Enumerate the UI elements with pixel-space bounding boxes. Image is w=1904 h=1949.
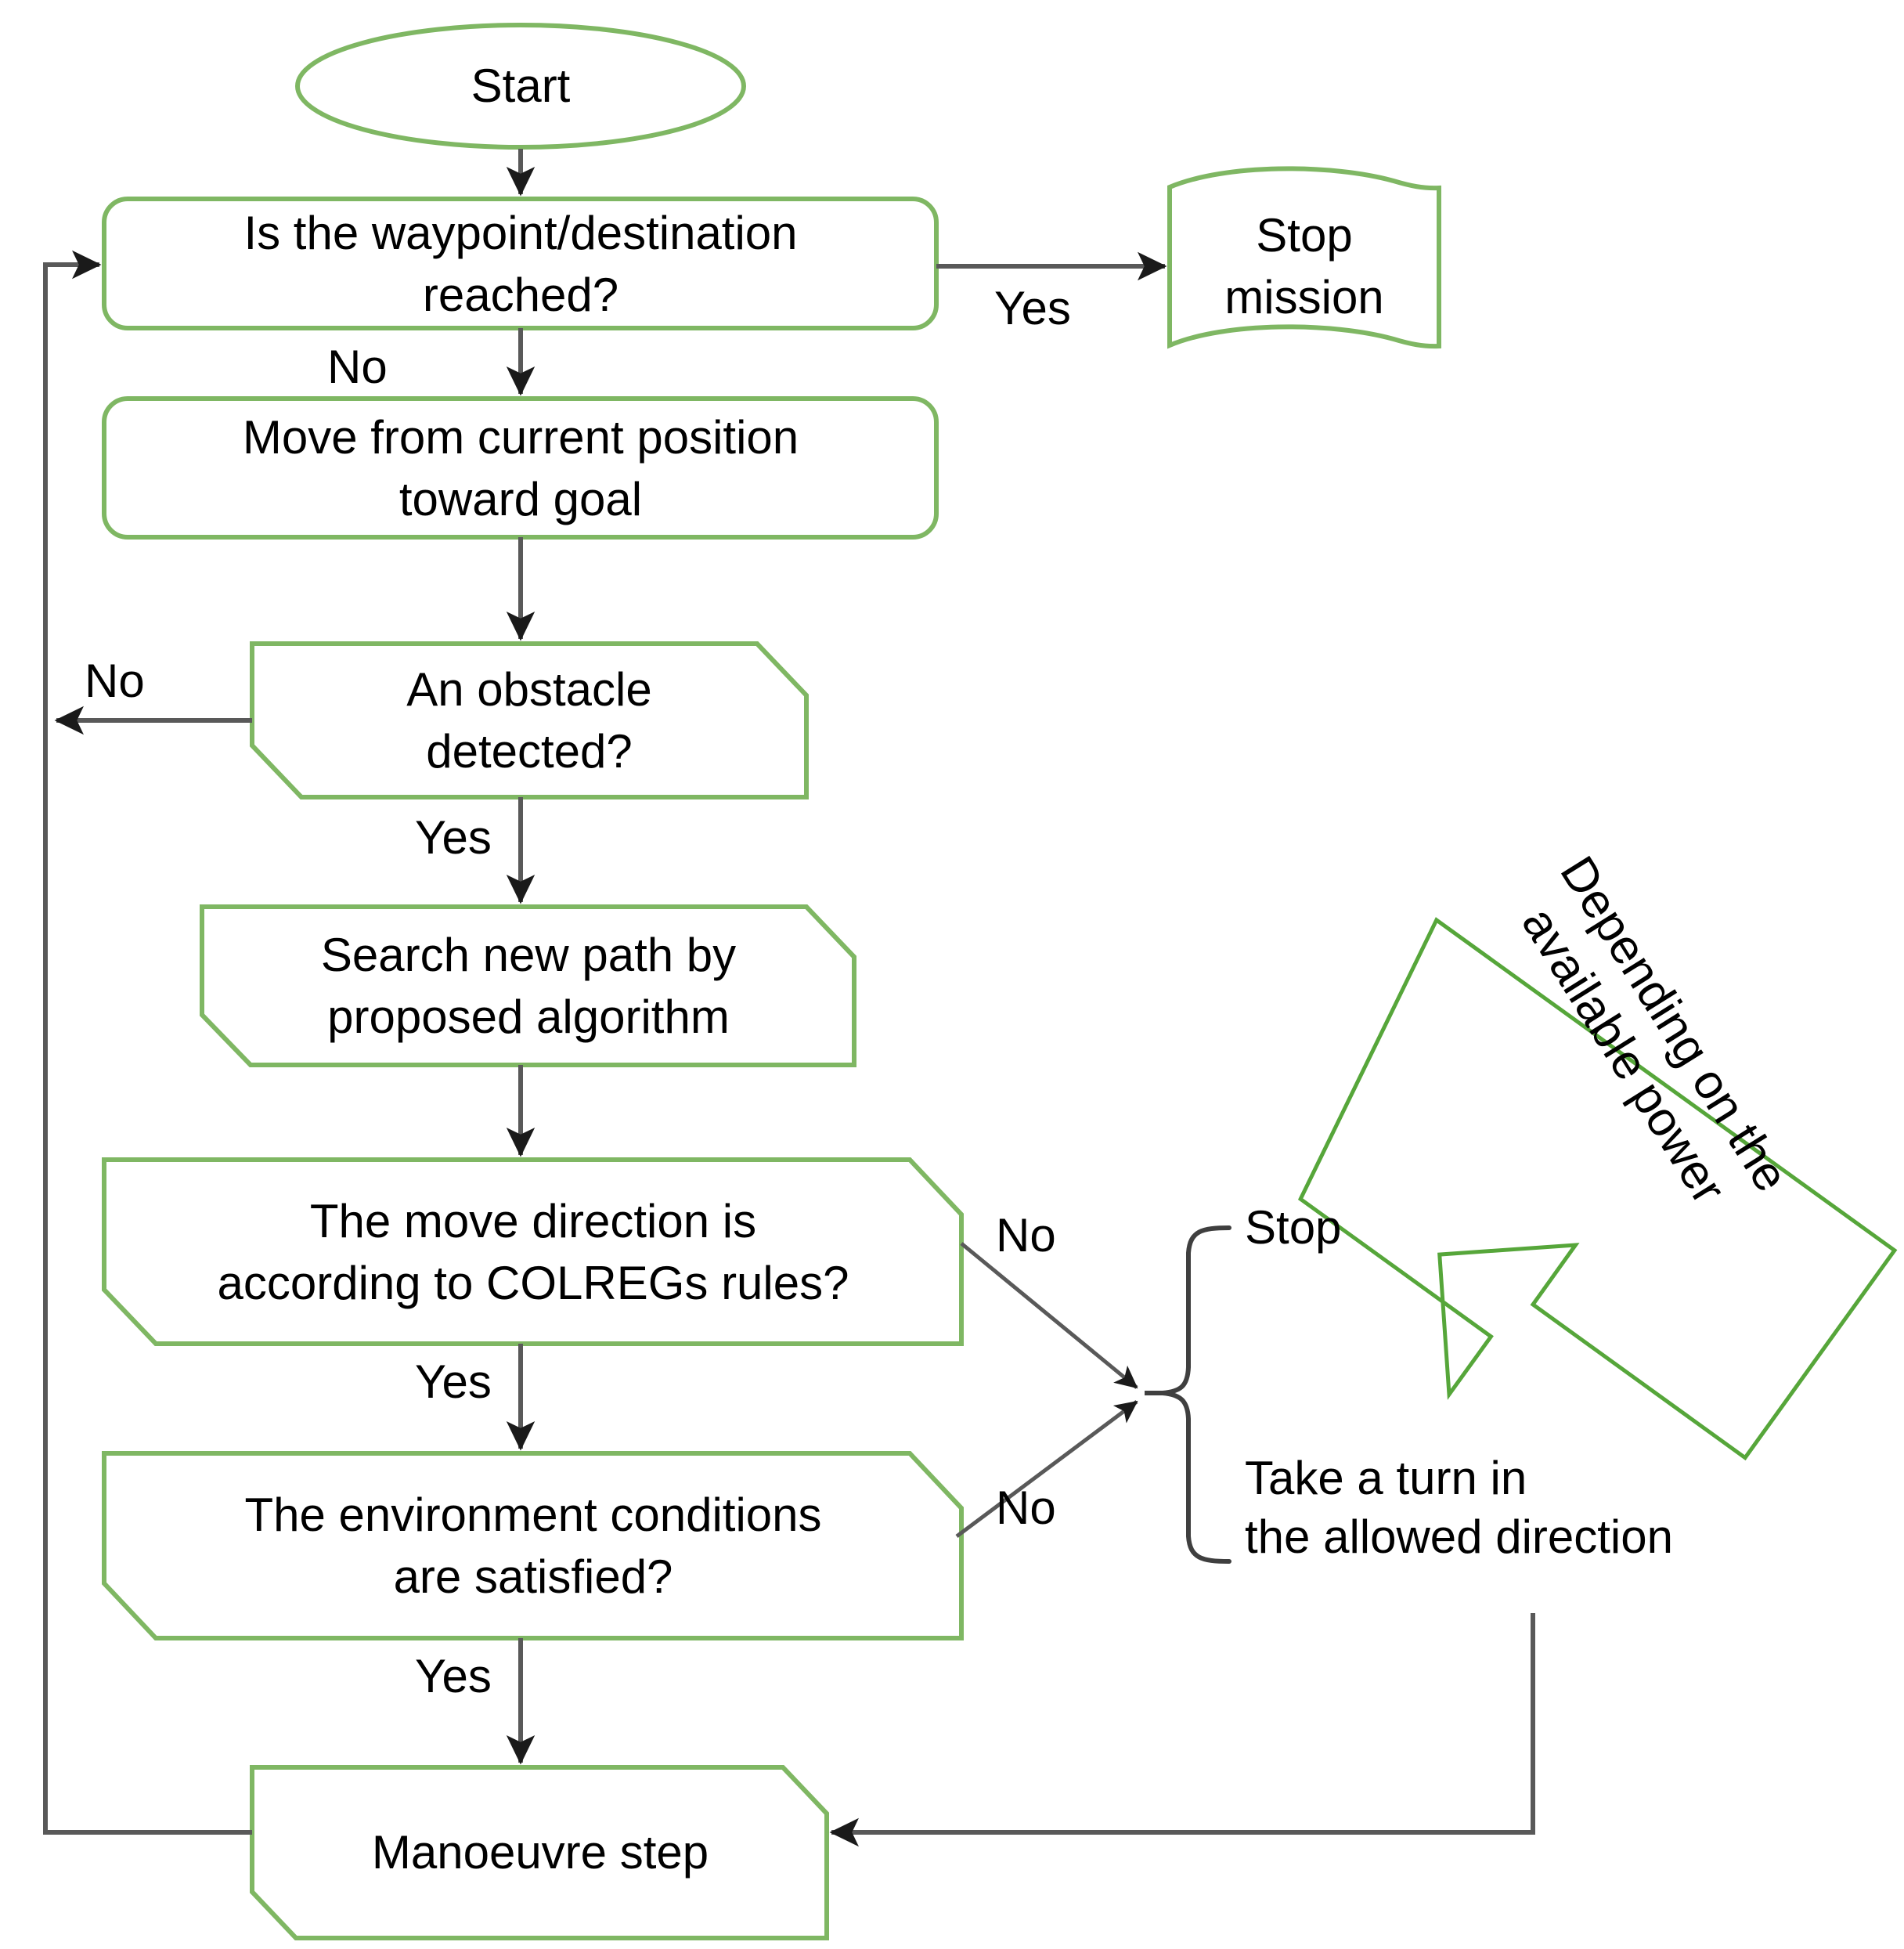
edge-label-yes-colregs: Yes	[415, 1355, 492, 1408]
node-search-shape[interactable]	[200, 904, 856, 1067]
callout-power-shape[interactable]	[1291, 904, 1902, 1473]
edge-label-no-obstacle: No	[85, 655, 145, 707]
edge-label-yes-obstacle: Yes	[415, 811, 492, 864]
node-colregs-shape[interactable]	[102, 1157, 964, 1346]
option-stop-label: Stop	[1245, 1201, 1342, 1254]
edge-colregs-no-to-junction	[960, 1242, 1138, 1389]
node-stop-mission-shape[interactable]	[1167, 166, 1441, 349]
edge-label-no-waypoint: No	[327, 341, 388, 393]
node-obstacle-shape[interactable]	[250, 641, 809, 799]
edge-label-yes-environment: Yes	[415, 1650, 492, 1702]
edge-label-yes-stop-mission: Yes	[994, 282, 1071, 334]
node-environment-shape[interactable]	[102, 1451, 964, 1640]
node-move-shape[interactable]	[102, 396, 939, 540]
node-waypoint-shape[interactable]	[102, 197, 939, 330]
edge-environment-no-to-junction	[955, 1399, 1138, 1539]
edge-label-no-environment: No	[996, 1482, 1056, 1534]
options-brace	[1162, 1225, 1231, 1564]
edge-manoeuvre-to-waypoint-loop	[43, 250, 252, 1835]
node-start-shape[interactable]	[295, 23, 746, 150]
node-manoeuvre-shape[interactable]	[250, 1765, 829, 1940]
option-take-turn-label: Take a turn in the allowed direction	[1245, 1452, 1674, 1563]
edge-options-to-manoeuvre	[829, 1613, 1535, 1847]
edge-label-no-colregs: No	[996, 1209, 1056, 1261]
